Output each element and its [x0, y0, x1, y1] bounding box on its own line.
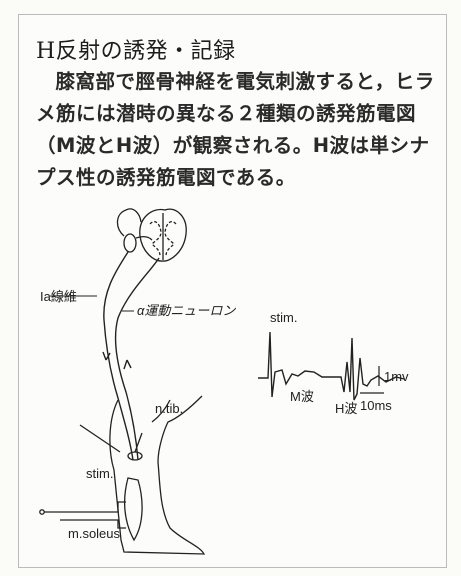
emg-trace-group: stim. M波 H波 1mv 10ms — [258, 310, 409, 416]
label-stim-leg: stim. — [86, 466, 113, 481]
nerve-fibers — [103, 252, 159, 460]
label-n-tib: n.tib. — [155, 401, 183, 416]
emg-trace — [258, 332, 404, 400]
label-stim-trace: stim. — [270, 310, 297, 325]
label-m-soleus: m.soleus — [68, 526, 121, 541]
label-h-wave: H波 — [335, 401, 357, 416]
label-scale-time: 10ms — [360, 398, 392, 413]
label-alpha-motor-neuron: α運動ニューロン — [137, 303, 236, 318]
leg-outline — [40, 396, 204, 554]
label-ia-fiber: Ia線維 — [40, 289, 77, 304]
label-scale-amplitude: 1mv — [384, 369, 409, 384]
label-m-wave: M波 — [290, 389, 314, 404]
